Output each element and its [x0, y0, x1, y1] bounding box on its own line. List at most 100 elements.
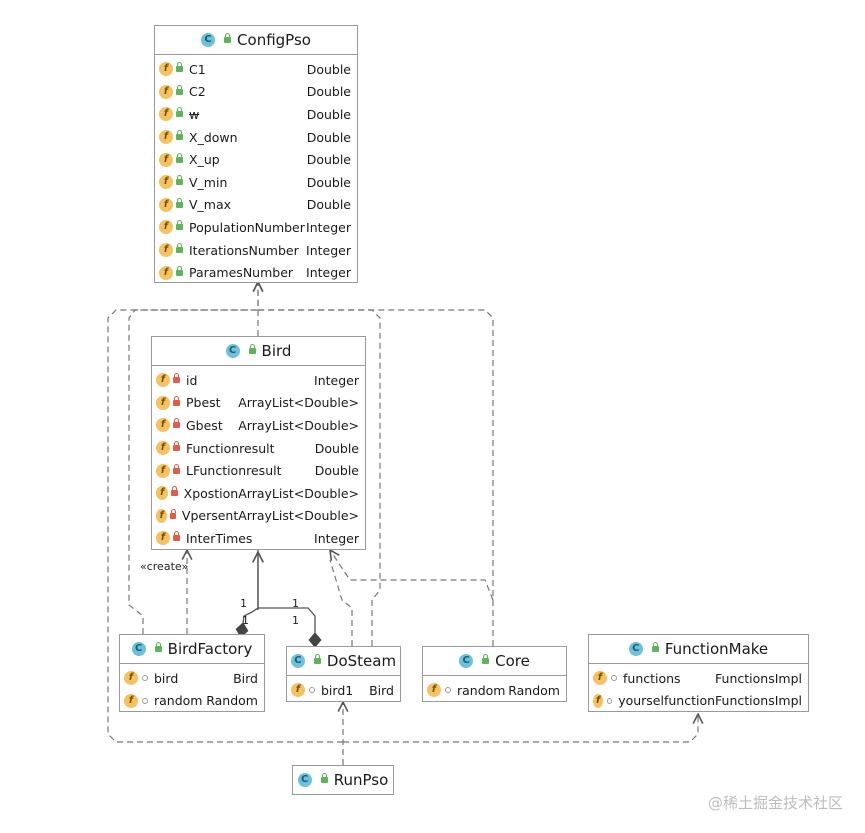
class-configpso-header: C ConfigPso [155, 26, 357, 55]
dep-core-configpso [258, 309, 494, 646]
class-configpso-name: ConfigPso [237, 31, 311, 49]
field-name: V_max [189, 197, 232, 213]
package-icon [142, 675, 148, 682]
field-name: yourselfunction [618, 693, 716, 709]
package-icon [611, 675, 617, 682]
private-icon [173, 373, 180, 384]
field-type: Random [508, 682, 560, 698]
field-name: Gbest [186, 417, 223, 433]
field-name: PopulationNumber [189, 219, 305, 235]
field-icon: f [159, 62, 173, 77]
class-functionmake-header: C FunctionMake [589, 635, 808, 664]
public-icon [224, 33, 232, 43]
field-icon: f [159, 220, 173, 235]
field-name: InterTimes [186, 530, 253, 546]
field-icon: f [156, 463, 170, 478]
field-type: Double [306, 129, 351, 145]
package-icon [607, 697, 613, 704]
public-icon [176, 130, 183, 141]
field-name: random [457, 682, 506, 698]
field-icon: f [427, 683, 441, 698]
field-icon: f [156, 418, 170, 433]
field-type: ArrayList<Double> [238, 508, 359, 524]
multiplicity-label: 1 [240, 597, 247, 610]
field-row: f IterationsNumber Integer [155, 239, 357, 262]
comp-dosteam-bird [258, 607, 322, 648]
field-icon: f [159, 197, 173, 212]
field-icon: f [159, 175, 173, 190]
field-icon: f [156, 373, 170, 388]
public-icon [154, 642, 162, 652]
class-core-name: Core [495, 652, 530, 670]
field-type: Double [306, 152, 351, 168]
public-icon [176, 243, 183, 254]
private-icon [173, 463, 180, 474]
dep-dosteam-bird [329, 559, 353, 646]
field-icon: f [159, 152, 173, 167]
public-icon [176, 220, 183, 231]
field-name: IterationsNumber [189, 242, 299, 258]
field-icon: f [156, 531, 170, 546]
class-birdfactory-header: C BirdFactory [120, 635, 264, 664]
field-name: LFunctionresult [186, 463, 282, 479]
field-type: Double [306, 174, 351, 190]
class-icon: C [290, 654, 305, 668]
public-icon [176, 175, 183, 186]
package-icon [142, 697, 148, 704]
field-type: Double [306, 197, 351, 213]
public-icon [176, 84, 183, 95]
field-type: Bird [369, 682, 394, 698]
public-icon [176, 152, 183, 163]
public-icon [482, 654, 490, 664]
class-icon: C [225, 344, 240, 358]
private-icon [173, 418, 180, 429]
public-icon [320, 772, 328, 783]
field-type: FunctionsImpl [715, 693, 802, 709]
field-icon: f [159, 243, 173, 258]
field-type: Integer [306, 242, 351, 258]
field-name: bird [154, 670, 179, 686]
field-icon: f [124, 671, 138, 686]
class-runpso[interactable]: C RunPso [292, 765, 394, 795]
private-icon [171, 486, 178, 497]
field-name: functions [623, 670, 681, 686]
field-type: Double [306, 84, 351, 100]
field-icon: f [156, 441, 170, 456]
field-name: C1 [189, 61, 206, 77]
field-type: Random [206, 693, 258, 709]
class-icon: C [628, 642, 643, 656]
private-icon [173, 531, 180, 542]
field-type: Double [306, 106, 351, 122]
field-type: ArrayList<Double> [238, 485, 359, 501]
class-bird-name: Bird [261, 342, 292, 360]
field-icon: f [124, 693, 138, 708]
field-name: random [154, 693, 203, 709]
field-type: ArrayList<Double> [238, 395, 359, 411]
field-row: f V_max Double [155, 194, 357, 217]
field-icon: f [159, 107, 173, 122]
class-functionmake-name: FunctionMake [664, 640, 769, 658]
class-core-header: C Core [423, 647, 566, 676]
public-icon [176, 107, 183, 118]
public-icon [313, 654, 321, 664]
